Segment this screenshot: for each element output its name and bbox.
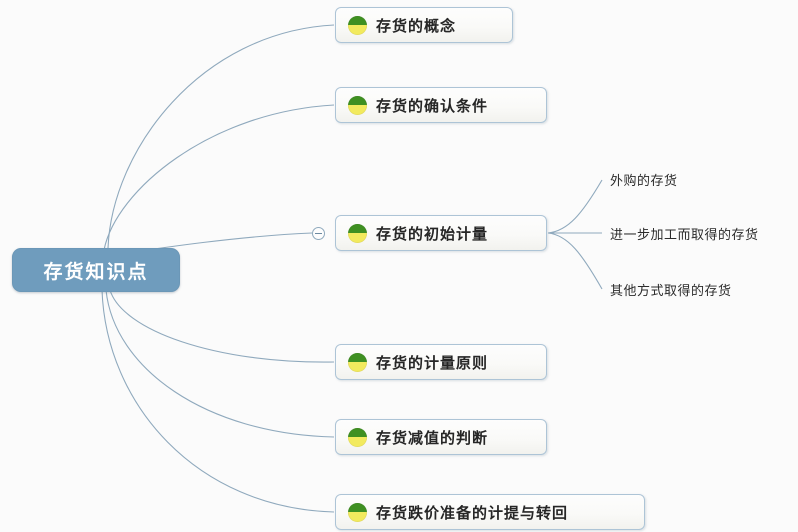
topic-node-5[interactable]: 存货减值的判断 (335, 419, 547, 455)
root-node[interactable]: 存货知识点 (12, 248, 180, 292)
topic-label-3: 存货的初始计量 (376, 225, 489, 243)
topic-label-5: 存货减值的判断 (376, 429, 489, 447)
connector-root-to-topic-6 (101, 289, 335, 513)
topic-node-3[interactable]: 存货的初始计量 (335, 215, 547, 251)
topic-label-4: 存货的计量原则 (376, 354, 489, 372)
green-yellow-half-circle-icon (348, 15, 367, 35)
connector-topic3-to-sub-1 (547, 179, 603, 234)
root-node-label: 存货知识点 (43, 261, 149, 283)
connector-root-to-topic-2 (103, 104, 335, 251)
topic-node-2[interactable]: 存货的确认条件 (335, 87, 547, 123)
topic-node-1[interactable]: 存货的概念 (335, 7, 513, 43)
collapse-toggle-topic-3[interactable] (312, 227, 325, 240)
green-yellow-half-circle-icon (348, 95, 367, 115)
topic-node-4[interactable]: 存货的计量原则 (335, 344, 547, 380)
subtopic-node-3[interactable]: 其他方式取得的存货 (610, 283, 732, 298)
subtopic-node-2[interactable]: 进一步加工而取得的存货 (610, 227, 759, 242)
connector-root-to-topic-5 (105, 289, 335, 438)
green-yellow-half-circle-icon (348, 352, 367, 372)
topic-label-2: 存货的确认条件 (376, 97, 489, 115)
topic-node-6[interactable]: 存货跌价准备的计提与转回 (335, 494, 645, 530)
green-yellow-half-circle-icon (348, 223, 367, 243)
connector-root-to-topic-1 (107, 24, 335, 249)
topic-label-1: 存货的概念 (376, 17, 457, 35)
topic-label-6: 存货跌价准备的计提与转回 (376, 504, 569, 522)
connector-topic3-to-sub-3 (547, 232, 603, 290)
subtopic-node-1[interactable]: 外购的存货 (610, 173, 678, 188)
green-yellow-half-circle-icon (348, 502, 367, 522)
connector-root-to-topic-4 (109, 289, 335, 363)
green-yellow-half-circle-icon (348, 427, 367, 447)
